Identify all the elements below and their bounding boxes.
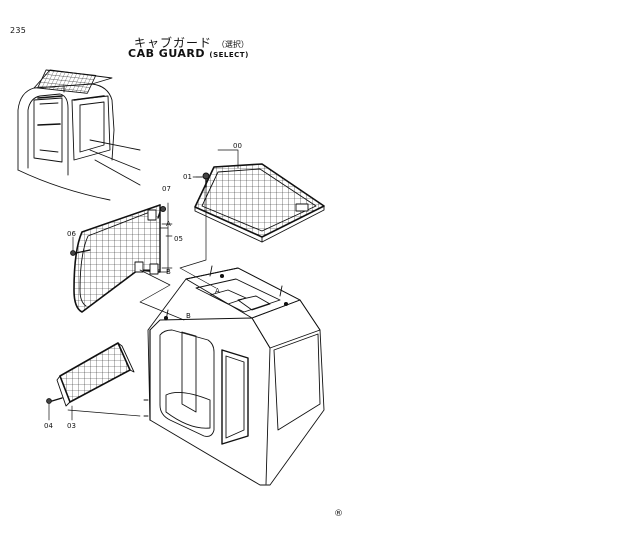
front-guard-bracket-side	[149, 263, 159, 275]
callout-00: 00	[233, 142, 242, 150]
cab-body	[143, 265, 325, 486]
callout-01: 01	[183, 173, 192, 181]
page-number: 235	[10, 26, 27, 35]
callout-A-cab: A	[215, 287, 220, 295]
callout-06: 06	[67, 230, 76, 238]
title-japanese-text: キャブガード	[134, 36, 213, 50]
front-guard-bracket-bottom	[134, 261, 144, 273]
callout-B-cab: B	[186, 312, 191, 320]
top-guard	[194, 163, 325, 243]
registered-mark: ®	[334, 509, 343, 519]
bolt-07	[157, 205, 167, 219]
title-english-text: CAB GUARD	[128, 47, 206, 60]
leader-lines	[48, 149, 239, 421]
title-english-note: (SELECT)	[209, 51, 249, 59]
thumbnail-roof-grid	[37, 69, 97, 94]
callout-04: 04	[44, 422, 53, 430]
callout-07: 07	[162, 185, 171, 193]
callout-B: B	[166, 268, 171, 276]
lower-guard	[56, 342, 135, 407]
callout-A: A	[166, 220, 171, 228]
title-japanese-note: （選択）	[216, 40, 249, 49]
front-guard-bracket-top	[147, 209, 157, 221]
bolt-06	[70, 249, 91, 256]
front-guard	[73, 204, 161, 313]
callout-05: 05	[174, 235, 183, 243]
bolt-04	[46, 397, 63, 404]
top-guard-cutout	[295, 203, 309, 212]
title-english: CAB GUARD (SELECT)	[128, 47, 249, 60]
thumbnail-cab	[17, 69, 141, 201]
title-japanese: キャブガード （選択）	[134, 34, 249, 51]
callout-03: 03	[67, 422, 76, 430]
